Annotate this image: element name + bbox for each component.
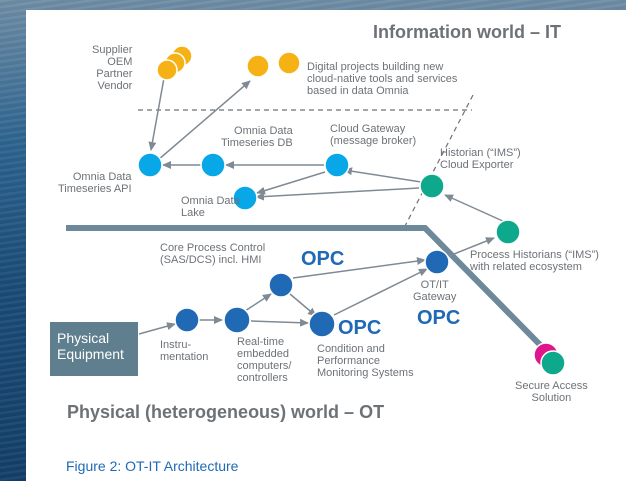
supplier-node-1 — [156, 59, 178, 81]
secure-access-node-front — [540, 350, 566, 376]
digital-project-node-1 — [246, 54, 270, 78]
data-lake-node — [232, 185, 258, 211]
process-historians-node — [495, 219, 521, 245]
arrow-supplier-api — [148, 69, 170, 151]
timeseries-db-label: Omnia Data Timeseries DB — [221, 125, 293, 149]
arrow-realtime-corecontrol — [236, 293, 272, 319]
physical-equipment-box: Physical Equipment — [50, 322, 138, 376]
dmz-dashed-boundary — [403, 94, 474, 229]
ot-world-title: Physical (heterogeneous) world – OT — [67, 402, 385, 422]
condition-monitoring-node — [308, 310, 336, 338]
instrumentation-label: Instru- mentation — [160, 339, 209, 363]
physical-equipment-label: Physical Equipment — [57, 330, 124, 362]
data-lake-label: Omnia Data Lake — [181, 195, 240, 219]
realtime-computers-label: Real-time embedded computers/ controller… — [237, 336, 292, 384]
arrow-corecontrol-condition — [281, 285, 317, 317]
opc-label-condition: OPC — [338, 317, 382, 339]
process-historians-label: Process Historians (“IMS”) with related … — [470, 249, 599, 273]
arrow-corecontrol-gateway — [292, 257, 426, 279]
arrow-api-digital — [157, 80, 251, 161]
historian-exporter-node — [419, 173, 445, 199]
arrow-realtime-condition — [250, 318, 309, 327]
condition-monitoring-label: Condition and Performance Monitoring Sys… — [317, 343, 414, 379]
ot-it-gateway-label: OT/IT Gateway — [413, 279, 457, 303]
historian-exporter-label: Historian (“IMS”) Cloud Exporter — [440, 147, 521, 171]
digital-project-node-2 — [277, 51, 301, 75]
instrumentation-node — [174, 307, 200, 333]
realtime-computers-node — [223, 306, 251, 334]
figure-caption: Figure 2: OT-IT Architecture — [66, 458, 239, 474]
core-process-control-node — [268, 272, 294, 298]
opc-label-core: OPC — [301, 248, 345, 270]
digital-projects-label: Digital projects building new cloud-nati… — [307, 61, 458, 97]
timeseries-db-node — [200, 152, 226, 178]
arrow-gateway-process-historians — [448, 237, 495, 257]
arrow-exporter-lake — [255, 187, 420, 201]
it-world-title: Information world – IT — [373, 22, 561, 42]
supplier-label: Supplier OEM Partner Vendor — [92, 44, 133, 92]
arrow-equipment-instrumentation — [138, 322, 176, 335]
arrow-condition-gateway — [333, 268, 428, 316]
arrow-exporter-gateway — [343, 167, 422, 183]
diagram-panel — [26, 10, 626, 481]
arrow-gateway-lake — [256, 171, 326, 195]
arrow-process-historians-exporter — [444, 194, 506, 223]
ot-it-gateway-node — [424, 249, 450, 275]
it-ot-boundary-line — [66, 225, 558, 363]
core-process-control-label: Core Process Control (SAS/DCS) incl. HMI — [160, 242, 266, 266]
timeseries-api-node — [137, 152, 163, 178]
cloud-gateway-node — [324, 152, 350, 178]
opc-label-gateway: OPC — [417, 307, 461, 329]
secure-access-label: Secure Access Solution — [515, 380, 588, 404]
timeseries-api-label: Omnia Data Timeseries API — [58, 171, 132, 195]
cloud-gateway-label: Cloud Gateway (message broker) — [330, 123, 417, 147]
